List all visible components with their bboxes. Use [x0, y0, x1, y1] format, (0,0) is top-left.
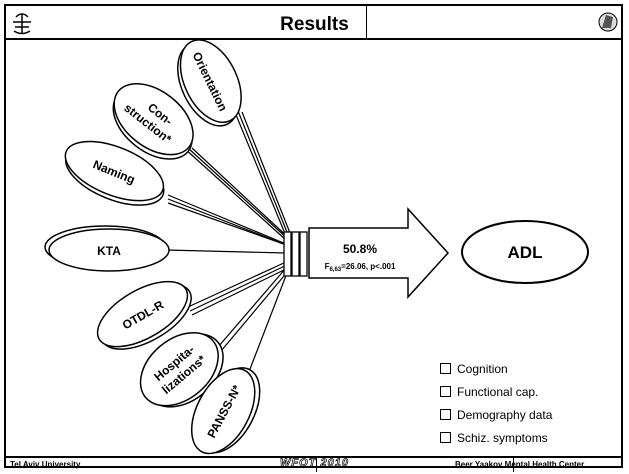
predictor-label: KTA	[97, 244, 121, 258]
explained-variance: 50.8%	[343, 242, 377, 256]
predictor-otdl-r: OTDL-R	[96, 280, 192, 350]
legend-item: Cognition	[440, 357, 552, 380]
legend-swatch	[440, 386, 451, 397]
medical-center-logo-icon	[598, 12, 618, 32]
legend-label: Demography data	[457, 407, 553, 422]
legend-swatch	[440, 409, 451, 420]
predictor-naming: Naming	[64, 140, 165, 206]
legend-label: Schiz. symptoms	[457, 430, 548, 445]
legend-label: Functional cap.	[457, 384, 539, 399]
convergence-bars	[283, 231, 308, 277]
slide-frame	[4, 4, 623, 468]
predictor-kta: KTA	[44, 225, 170, 272]
university-logo-icon	[13, 13, 31, 35]
legend-label: Cognition	[457, 361, 508, 376]
predictor-construction: Con- struction*	[112, 83, 194, 160]
footer-center-logo: WFOT 2010	[280, 457, 349, 470]
outcome-label: ADL	[508, 243, 543, 262]
footer-tick-right	[513, 456, 514, 472]
legend-swatch	[440, 363, 451, 374]
legend: Cognition Functional cap. Demography dat…	[440, 357, 552, 449]
predictor-panss-n: PANSS-N*	[190, 367, 261, 455]
legend-item: Demography data	[440, 403, 552, 426]
f-statistic: F6,63=26.06, p<.001	[325, 262, 396, 273]
header-tick	[366, 6, 367, 39]
result-arrow: 50.8% F6,63=26.06, p<.001	[308, 207, 450, 299]
connector-lines	[165, 109, 293, 396]
footer-tick-left	[316, 456, 317, 472]
predictor-hospitalizations: Hospita- lizations*	[139, 332, 224, 408]
outcome-adl: ADL	[461, 220, 589, 284]
legend-swatch	[440, 432, 451, 443]
slide-title: Results	[280, 14, 349, 35]
predictor-orientation: Orientation	[177, 39, 242, 127]
footer-left-text: Tel Aviv University	[10, 460, 81, 469]
footer-divider	[6, 456, 623, 458]
legend-item: Functional cap.	[440, 380, 552, 403]
header-divider	[6, 38, 623, 40]
footer-right-text: Beer Yaakov Mental Health Center	[455, 460, 585, 469]
legend-item: Schiz. symptoms	[440, 426, 552, 449]
